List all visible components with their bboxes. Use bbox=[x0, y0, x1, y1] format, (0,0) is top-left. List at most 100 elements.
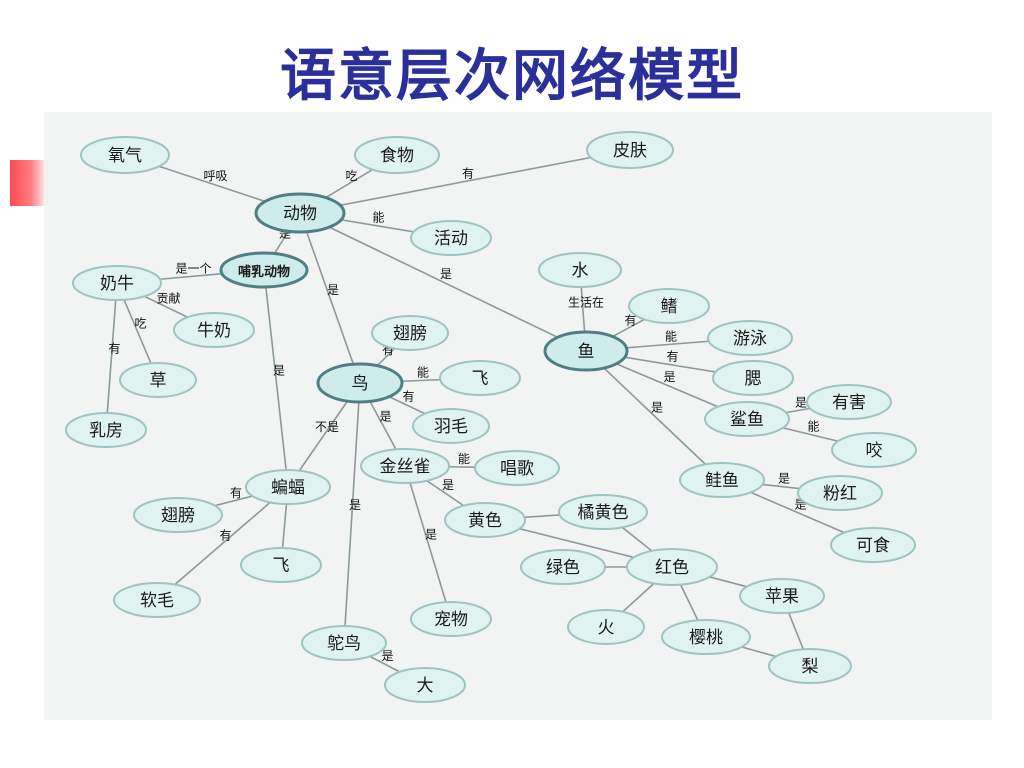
node-hongse: 红色 bbox=[626, 548, 718, 586]
node-label-fei2: 飞 bbox=[273, 556, 290, 576]
node-label-pifu: 皮肤 bbox=[613, 141, 647, 161]
node-qi: 鳍 bbox=[628, 288, 710, 324]
node-label-huangse: 黄色 bbox=[468, 511, 502, 531]
node-shape-fei2 bbox=[240, 547, 322, 583]
node-label-rufang: 乳房 bbox=[89, 421, 123, 441]
node-lvse: 绿色 bbox=[520, 549, 606, 585]
edge-guiyu-yu bbox=[585, 350, 723, 481]
edge-label-nainiu-rufang: 有 bbox=[108, 342, 120, 356]
node-label-sai: 腮 bbox=[745, 369, 762, 389]
node-label-chongwu: 宠物 bbox=[434, 610, 468, 630]
node-huangse: 黄色 bbox=[444, 502, 526, 538]
node-label-guiyu: 鲑鱼 bbox=[705, 471, 739, 491]
node-shape-bianfu bbox=[245, 469, 331, 505]
node-label-dongwu: 动物 bbox=[283, 204, 317, 224]
edge-nainiu-rufang bbox=[105, 282, 118, 431]
edge-niao-dongwu bbox=[299, 212, 361, 384]
node-shape-keshi bbox=[830, 527, 916, 563]
node-label-jinsique: 金丝雀 bbox=[380, 457, 431, 477]
edge-label-yu-sai: 有 bbox=[666, 350, 678, 364]
edge-label-nainiu-cao: 吃 bbox=[134, 317, 146, 331]
edge-label-dongwu-pifu: 有 bbox=[462, 167, 474, 181]
node-fei2: 飞 bbox=[240, 547, 322, 583]
node-shape-sai bbox=[712, 360, 794, 396]
node-label-niunai: 牛奶 bbox=[197, 321, 231, 341]
node-label-yao: 咬 bbox=[866, 441, 883, 461]
node-shape-fenhong bbox=[797, 475, 883, 511]
node-shape-niao bbox=[316, 362, 404, 404]
node-label-shayu: 鲨鱼 bbox=[730, 410, 764, 430]
edge-label-yu-shui: 生活在 bbox=[568, 296, 604, 310]
node-cao: 草 bbox=[119, 362, 197, 398]
node-yingtao: 樱桃 bbox=[661, 619, 751, 655]
edge-label-shayu-youhai: 是 bbox=[795, 396, 807, 410]
node-label-da: 大 bbox=[417, 676, 434, 696]
node-label-shiwu: 食物 bbox=[380, 146, 414, 166]
node-shape-yingtao bbox=[661, 619, 751, 655]
node-shape-huo bbox=[567, 609, 645, 645]
edge-bianfu-ruanmao bbox=[156, 486, 289, 601]
edge-label-dongwu-yangqi: 呼吸 bbox=[203, 169, 227, 183]
node-shape-juhuangse bbox=[558, 494, 648, 530]
node-rufang: 乳房 bbox=[65, 412, 147, 448]
edge-label-niao-fei1: 能 bbox=[417, 366, 429, 380]
node-shape-yao bbox=[831, 432, 917, 468]
node-label-yu: 鱼 bbox=[578, 342, 595, 362]
node-shape-pifu bbox=[586, 131, 674, 169]
node-label-shui: 水 bbox=[572, 261, 589, 281]
node-label-yangqi: 氧气 bbox=[108, 146, 142, 166]
edge-label-yu-dongwu: 是 bbox=[440, 267, 452, 281]
node-shape-li bbox=[768, 648, 852, 684]
node-da: 大 bbox=[384, 667, 466, 703]
node-label-nainiu: 奶牛 bbox=[100, 274, 134, 294]
node-shape-niunai bbox=[173, 312, 255, 348]
node-chibang2: 翅膀 bbox=[133, 497, 223, 533]
edge-label-dongwu-shiwu: 吃 bbox=[345, 169, 357, 183]
node-fenhong: 粉红 bbox=[797, 475, 883, 511]
edge-label-jinsique-huangse: 是 bbox=[442, 478, 454, 492]
node-yu: 鱼 bbox=[543, 330, 629, 372]
edge-label-bianfu-niao: 不是 bbox=[315, 420, 339, 434]
node-shape-yumao bbox=[412, 408, 490, 444]
edge-label-nainiu-buru: 是一个 bbox=[175, 262, 211, 276]
node-label-changge: 唱歌 bbox=[500, 459, 534, 479]
node-yangqi: 氧气 bbox=[80, 136, 170, 174]
edge-label-guiyu-yu: 是 bbox=[651, 401, 663, 415]
node-pifu: 皮肤 bbox=[586, 131, 674, 169]
edge-label-yu-qi: 有 bbox=[624, 314, 636, 328]
node-shape-pingguo bbox=[739, 578, 825, 614]
node-label-niao: 鸟 bbox=[352, 374, 369, 394]
edge-label-jinsique-niao: 是 bbox=[379, 410, 391, 424]
accent-bar bbox=[10, 160, 48, 206]
node-shape-jinsique bbox=[360, 448, 450, 484]
node-fei1: 飞 bbox=[439, 360, 521, 396]
node-huodong: 活动 bbox=[410, 220, 492, 256]
edge-label-shayu-yu: 是 bbox=[663, 370, 675, 384]
nodes-layer: 氧气食物皮肤动物活动哺乳动物奶牛牛奶草乳房水鳍游泳鱼腮鲨鱼有害咬翅膀鸟飞羽毛金丝… bbox=[65, 131, 917, 703]
node-pingguo: 苹果 bbox=[739, 578, 825, 614]
node-label-pingguo: 苹果 bbox=[765, 587, 799, 607]
node-yao: 咬 bbox=[831, 432, 917, 468]
edge-dongwu-pifu bbox=[299, 149, 631, 214]
node-shape-lvse bbox=[520, 549, 606, 585]
node-label-cao: 草 bbox=[150, 371, 167, 391]
node-label-lvse: 绿色 bbox=[546, 558, 580, 578]
node-nainiu: 奶牛 bbox=[72, 265, 162, 301]
node-shape-rufang bbox=[65, 412, 147, 448]
node-shape-huangse bbox=[444, 502, 526, 538]
node-shape-fei1 bbox=[439, 360, 521, 396]
node-shape-chongwu bbox=[410, 601, 492, 637]
node-shiwu: 食物 bbox=[354, 136, 440, 174]
node-label-bianfu: 蝙蝠 bbox=[271, 478, 305, 498]
node-label-tuoniao: 鸵鸟 bbox=[327, 634, 361, 654]
node-label-youyong: 游泳 bbox=[733, 329, 767, 349]
node-shape-youyong bbox=[707, 320, 793, 356]
node-shayu: 鲨鱼 bbox=[704, 401, 790, 437]
edge-label-bianfu-ruanmao: 有 bbox=[219, 529, 231, 543]
node-label-hongse: 红色 bbox=[655, 558, 689, 578]
node-label-yingtao: 樱桃 bbox=[689, 628, 723, 648]
node-shape-shui bbox=[538, 252, 622, 288]
node-shape-yu bbox=[543, 330, 629, 372]
node-shui: 水 bbox=[538, 252, 622, 288]
node-guiyu: 鲑鱼 bbox=[679, 462, 765, 498]
